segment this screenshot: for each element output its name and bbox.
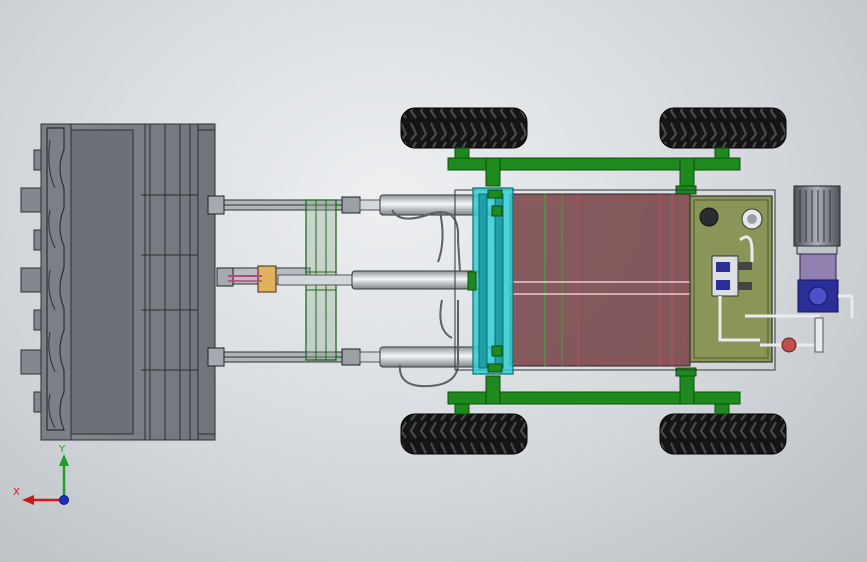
loader-bucket — [20, 123, 216, 441]
x-axis-label: X — [13, 487, 20, 498]
cargo-bed — [454, 189, 776, 371]
hydraulic-cylinders — [277, 194, 496, 388]
coordinate-triad-icon: X Y — [13, 444, 69, 505]
hydraulic-unit — [689, 185, 854, 363]
chassis-frame — [447, 147, 741, 415]
wheels — [400, 107, 787, 455]
cylinder-mount — [467, 187, 514, 375]
y-axis-label: Y — [58, 444, 66, 455]
